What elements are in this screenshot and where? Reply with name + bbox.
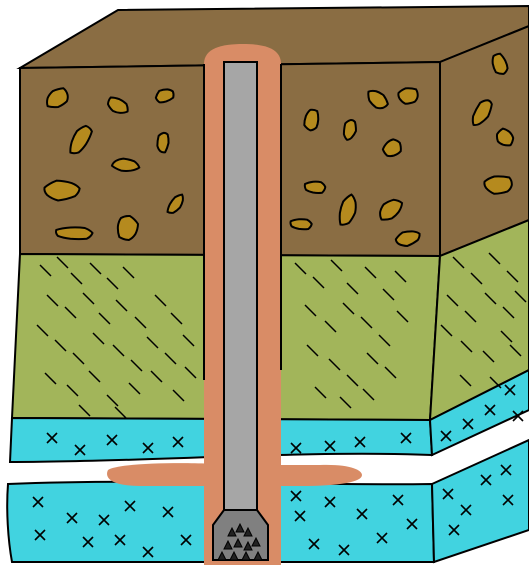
- aquifer-lower-side: [432, 440, 529, 562]
- rock-fragment-icon: [290, 219, 311, 229]
- rock-fragment-icon: [56, 227, 93, 239]
- rock-fragment-icon: [484, 176, 511, 193]
- drill-pipe: [224, 62, 257, 512]
- rock-fragment-icon: [398, 88, 417, 103]
- rock-fragment-icon: [305, 182, 325, 193]
- topsoil-side-face: [440, 26, 529, 256]
